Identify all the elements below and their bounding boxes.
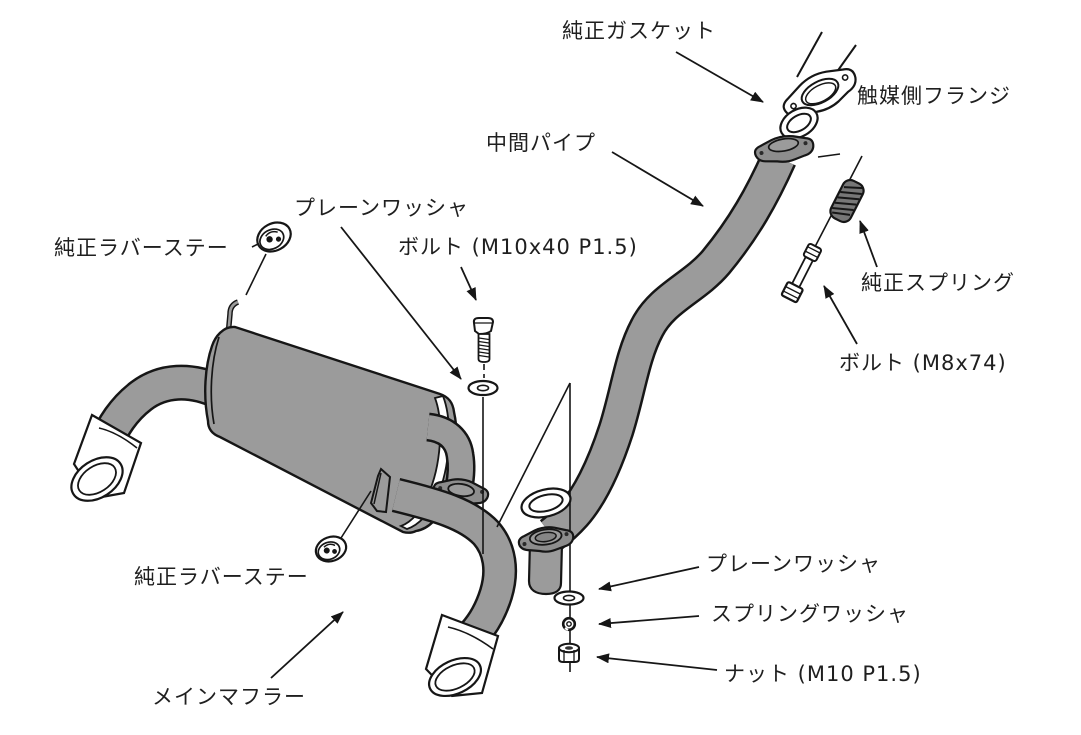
- label-genuine-rubber-stay-upper: 純正ラバーステー: [54, 236, 229, 260]
- label-plain-washer-upper: プレーンワッシャ: [294, 196, 469, 220]
- mid-pipe-lower-flange: [517, 526, 575, 553]
- arrow-bolt-m10: [460, 266, 477, 301]
- mid-pipe-upper-flange: [753, 134, 815, 163]
- rubber-stay-lower: [314, 490, 372, 563]
- label-genuine-spring: 純正スプリング: [861, 271, 1015, 295]
- bolt-m8-part: [780, 242, 822, 304]
- arrow-nut: [596, 653, 718, 671]
- label-nut-m10: ナット (M10 P1.5): [724, 662, 922, 686]
- arrow-genuine-gasket: [675, 51, 764, 103]
- label-genuine-rubber-stay-lower: 純正ラバーステー: [134, 565, 309, 589]
- arrow-bolt-m8: [823, 285, 858, 345]
- label-main-muffler: メインマフラー: [152, 685, 306, 709]
- plain-washer-lower-part: [553, 590, 585, 606]
- label-plain-washer-lower: プレーンワッシャ: [706, 552, 881, 576]
- joint-gasket-part: [520, 487, 572, 519]
- label-genuine-gasket: 純正ガスケット: [562, 19, 716, 43]
- label-bolt-m8: ボルト (M8x74): [839, 351, 1007, 375]
- label-spring-washer: スプリングワッシャ: [711, 602, 909, 626]
- arrow-genuine-spring: [859, 220, 878, 268]
- arrow-main-muffler: [270, 611, 344, 679]
- muffler-hanger-bracket: [369, 467, 392, 514]
- exhaust-tip-left: [70, 413, 143, 502]
- label-catalyst-side-flange: 触媒側フランジ: [857, 84, 1011, 108]
- mid-pipe-end-stub: [527, 539, 564, 596]
- arrow-plain-washer-upper: [340, 226, 462, 380]
- exhaust-tip-right: [424, 613, 500, 698]
- tailpipe-right: [391, 477, 518, 646]
- plain-washer-upper-part: [467, 379, 499, 397]
- arrow-mid-pipe: [611, 151, 704, 207]
- arrow-spring-washer: [598, 615, 700, 629]
- label-mid-pipe: 中間パイプ: [486, 131, 596, 155]
- mid-pipe-part: [539, 150, 796, 550]
- genuine-spring-part: [829, 178, 865, 224]
- rubber-stay-upper: [245, 221, 292, 296]
- bolt-m10-part: [472, 317, 495, 363]
- leader-arrows: [270, 51, 878, 679]
- muffler-inlet-pipe: [425, 412, 476, 490]
- label-bolt-m10: ボルト (M10x40 P1.5): [398, 235, 638, 259]
- arrow-plain-washer-lower: [598, 566, 700, 592]
- genuine-gasket-part: [779, 106, 819, 140]
- spring-washer-part: [561, 616, 577, 632]
- nut-part: [558, 642, 580, 663]
